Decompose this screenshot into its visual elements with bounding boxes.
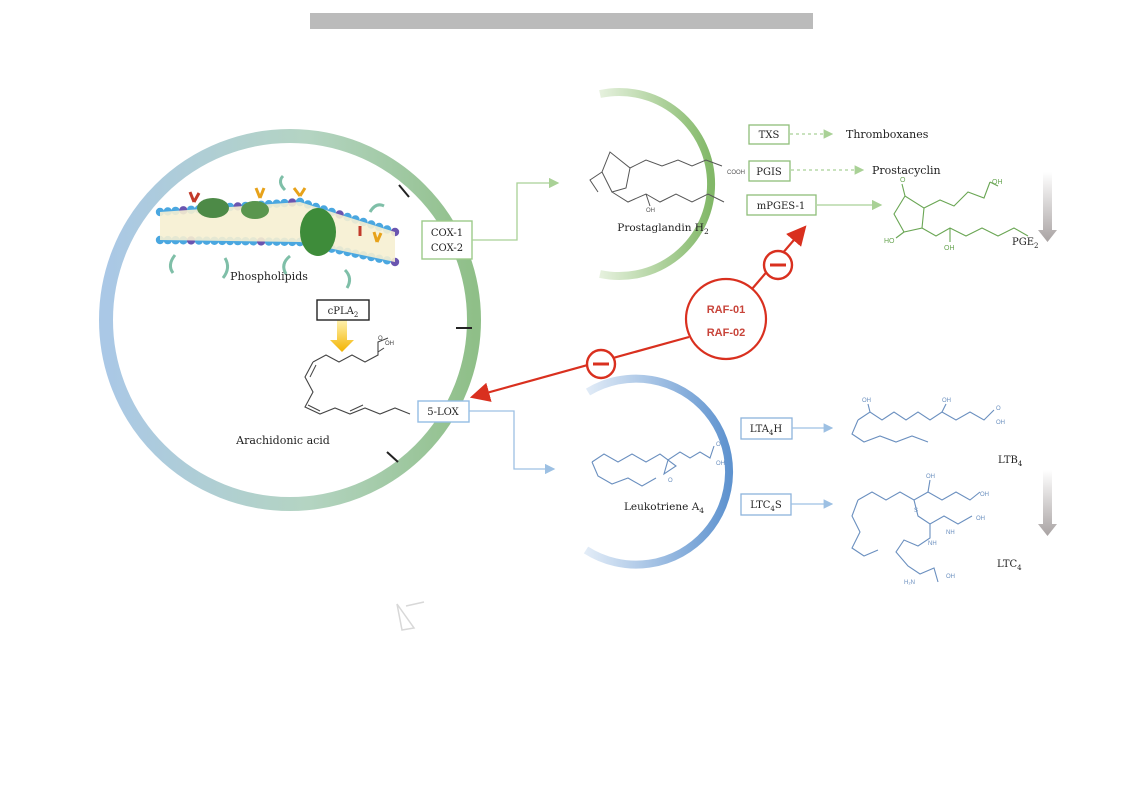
pgh2-label: Prostaglandin H2 bbox=[617, 222, 709, 236]
ltc4s-label: LTC4S bbox=[750, 500, 782, 513]
leukotriene-arc bbox=[583, 374, 734, 569]
leukotriene-a4-structure bbox=[591, 445, 715, 487]
membrane-protein bbox=[197, 198, 229, 218]
arachidonic-acid-label: Arachidonic acid bbox=[235, 434, 330, 447]
cox-to-pgh2-arrow bbox=[472, 177, 560, 241]
cpla2-arrow bbox=[330, 320, 354, 352]
pge2-label: PGE2 bbox=[1012, 237, 1039, 250]
lta4-o-label: O bbox=[668, 478, 673, 484]
ltb4-oh2-label: OH bbox=[942, 398, 951, 404]
pgh2-oh-label: OH bbox=[646, 208, 655, 214]
pge2-oh2-label: OH bbox=[944, 245, 955, 252]
membrane-protein bbox=[300, 208, 336, 256]
txs-label: TXS bbox=[759, 130, 780, 141]
pge2-oh-label: OH bbox=[992, 179, 1003, 186]
ltc4-oh3-label: OH bbox=[976, 516, 985, 522]
lox5-to-lta4-arrow bbox=[469, 410, 556, 475]
prostacyclin-label: Prostacyclin bbox=[872, 164, 941, 177]
cell-ring bbox=[99, 129, 481, 511]
watermark-logo bbox=[396, 601, 425, 631]
cpla2-label: cPLA2 bbox=[328, 306, 359, 319]
ltc4-nh-label: NH bbox=[946, 530, 955, 536]
membrane-protein bbox=[241, 201, 269, 219]
lta4-oh-label: OH bbox=[716, 461, 725, 467]
cox1-label: COX-1 bbox=[431, 228, 463, 239]
prostaglandin-h2-structure bbox=[589, 151, 725, 207]
ltc4-oh4-label: OH bbox=[946, 574, 955, 580]
mpges1-box bbox=[746, 194, 817, 216]
pgh2-cooh-label: COOH bbox=[727, 170, 745, 176]
pgis-label: PGIS bbox=[756, 167, 782, 178]
ltc4-down-arrow bbox=[1038, 470, 1057, 536]
raf-inhibitor-circle bbox=[684, 277, 768, 361]
raf-to-5lox-inhibition bbox=[469, 335, 690, 402]
txs-box bbox=[748, 124, 790, 145]
lta4h-label: LTA4H bbox=[750, 424, 783, 437]
prostaglandin-arc bbox=[599, 88, 715, 280]
ltb4-oh1-label: OH bbox=[862, 398, 871, 404]
title-bar-placeholder bbox=[310, 13, 813, 29]
phospholipids-label: Phospholipids bbox=[230, 270, 308, 283]
lox5-label: 5-LOX bbox=[427, 407, 459, 418]
thromboxanes-label: Thromboxanes bbox=[846, 128, 929, 141]
lta4-label: Leukotriene A4 bbox=[624, 501, 704, 515]
ltc4-h2n-label: H₂N bbox=[904, 580, 915, 586]
raf01-label: RAF-01 bbox=[707, 304, 746, 316]
ltb4-label: LTB4 bbox=[998, 455, 1023, 468]
mpges1-label: mPGES-1 bbox=[757, 201, 805, 212]
cox2-label: COX-2 bbox=[431, 243, 463, 254]
pge2-structure bbox=[893, 181, 1029, 242]
pge2-ho-label: HO bbox=[884, 238, 895, 245]
pgis-box bbox=[748, 160, 791, 182]
ring-tick-3 bbox=[386, 451, 399, 463]
ltc4-nh2-label: NH bbox=[928, 541, 937, 547]
pge2-down-arrow bbox=[1038, 172, 1057, 242]
ltc4-oh2-label: OH bbox=[980, 492, 989, 498]
ltc4-oh-label: OH bbox=[926, 474, 935, 480]
aa-o-label: O bbox=[378, 336, 383, 342]
cpla2-box bbox=[316, 299, 370, 321]
cox-box bbox=[421, 220, 473, 260]
lta4-o2-label: O bbox=[716, 442, 721, 448]
ltc4-s-label: S bbox=[914, 508, 918, 514]
ltb4-structure bbox=[851, 403, 995, 443]
ltc4-label: LTC4 bbox=[997, 559, 1022, 572]
ltb4-oh3-label: OH bbox=[996, 420, 1005, 426]
aa-oh-label: OH bbox=[385, 341, 394, 347]
ltc4-structure bbox=[851, 479, 981, 583]
raf02-label: RAF-02 bbox=[707, 327, 746, 339]
pge2-o-label: O bbox=[900, 177, 906, 184]
arachidonic-acid-structure bbox=[312, 337, 389, 363]
phospholipid-bilayer-illustration bbox=[155, 174, 400, 289]
ring-tick-1 bbox=[398, 184, 410, 198]
ltb4-o-label: O bbox=[996, 406, 1001, 412]
